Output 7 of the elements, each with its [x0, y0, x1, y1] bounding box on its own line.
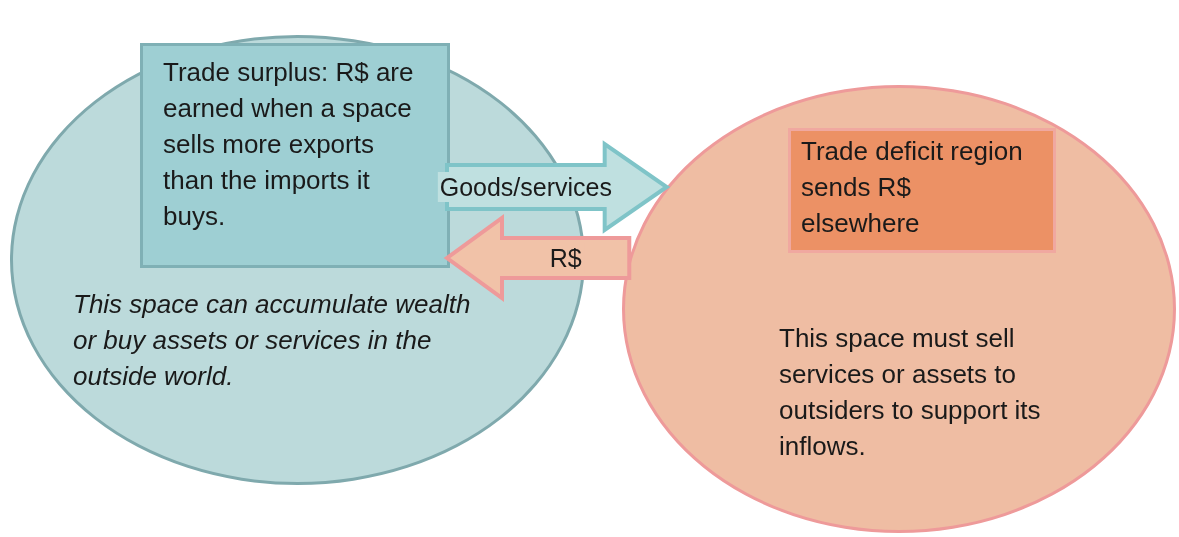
edge-label: Goods/services [437, 172, 614, 202]
description-text: This space can accumulate wealth or buy assets or services in the outside world. [73, 288, 472, 393]
box-text: Trade deficit region sends R$ elsewhere [801, 135, 1024, 240]
box-text: Trade surplus: R$ are earned when a space sells more exports than the imports it buys. [163, 56, 415, 233]
text-box [788, 128, 1056, 253]
block-arrow [443, 214, 632, 302]
description-text: This space must sell services or assets to outsiders to support its inflows. [779, 322, 1042, 463]
